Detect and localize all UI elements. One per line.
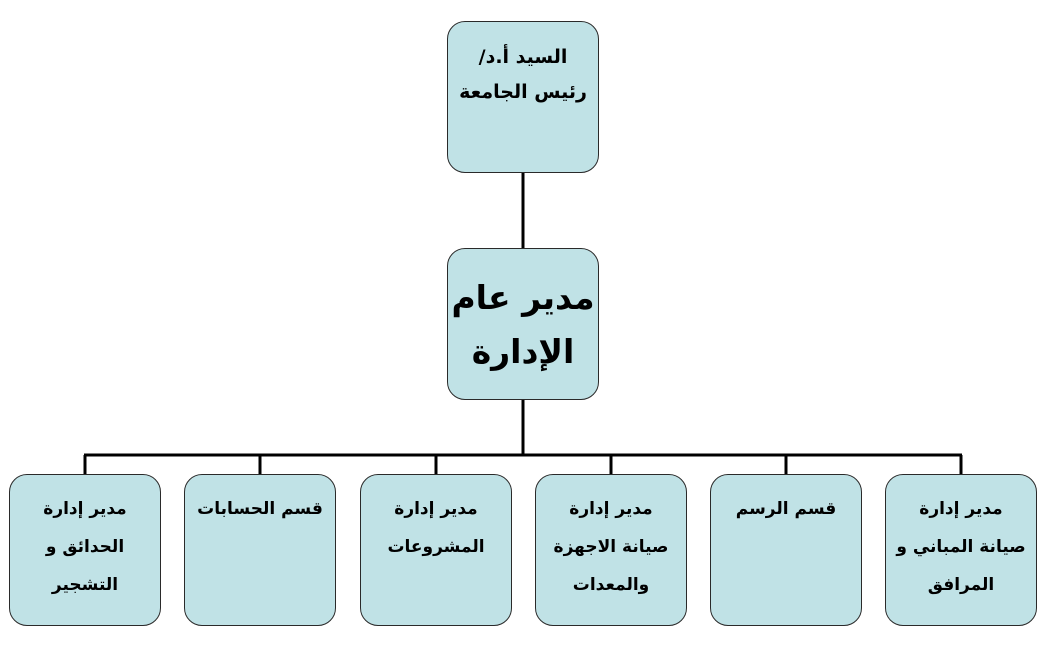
node-text-line: الحدائق و xyxy=(45,537,125,557)
node-text-line: قسم الرسم xyxy=(735,499,837,519)
node-text-line: مدير إدارة xyxy=(394,499,478,519)
node-text-line: المشروعات xyxy=(387,537,485,557)
node-text-line: صيانة الاجهزة xyxy=(553,537,669,557)
node-text-line: مدير إدارة xyxy=(919,499,1003,519)
node-text-line: التشجير xyxy=(51,575,119,595)
node-text-line: المرافق xyxy=(927,575,995,595)
node-text-line: قسم الحسابات xyxy=(197,499,323,519)
node-buildings-maintenance-manager: مدير إدارة صيانة المباني و المرافق xyxy=(885,474,1037,626)
node-text-line: مدير عام xyxy=(451,278,595,317)
node-university-president: السيد أ.د/ رئيس الجامعة xyxy=(447,21,599,173)
node-text-line: صيانة المباني و xyxy=(896,537,1026,557)
node-text-line: والمعدات xyxy=(572,575,650,595)
node-drawing-department: قسم الرسم xyxy=(710,474,862,626)
node-gardens-manager: مدير إدارة الحدائق و التشجير xyxy=(9,474,161,626)
node-text-line: مدير إدارة xyxy=(569,499,653,519)
node-equipment-maintenance-manager: مدير إدارة صيانة الاجهزة والمعدات xyxy=(535,474,687,626)
node-text-line: مدير إدارة xyxy=(43,499,127,519)
node-projects-manager: مدير إدارة المشروعات xyxy=(360,474,512,626)
node-text-line: السيد أ.د/ xyxy=(478,46,568,68)
node-text-line: رئيس الجامعة xyxy=(459,81,587,103)
node-accounts-department: قسم الحسابات xyxy=(184,474,336,626)
node-general-manager: مدير عام الإدارة xyxy=(447,248,599,400)
node-text-line: الإدارة xyxy=(471,332,575,371)
